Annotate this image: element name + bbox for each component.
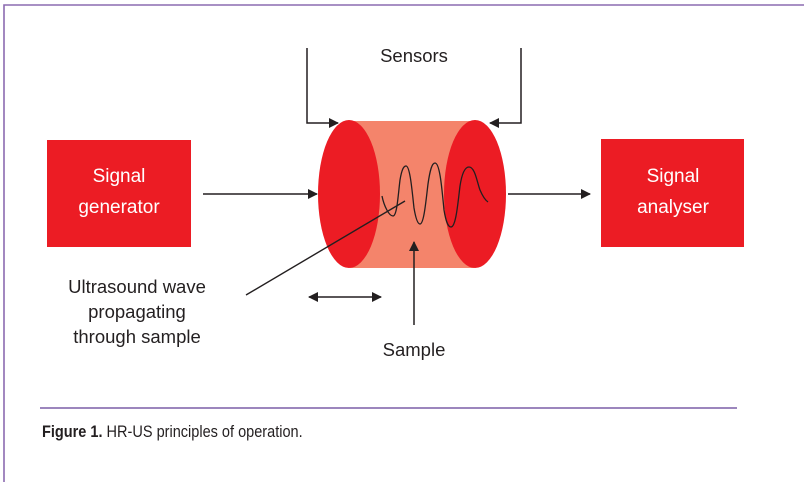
figure-caption-text: HR-US principles of operation. (106, 423, 303, 441)
signal-generator-box: Signal generator (47, 140, 191, 247)
signal-analyser-label-line2: analyser (637, 197, 709, 218)
ultrasound-label-line3: through sample (73, 326, 201, 347)
sample-label: Sample (383, 339, 446, 360)
ultrasound-leader-line (245, 200, 406, 296)
ultrasound-wave (381, 162, 489, 228)
frame-border (3, 4, 804, 482)
signal-generator-label-line1: Signal (93, 166, 146, 187)
ultrasound-label-line1: Ultrasound wave (68, 276, 206, 297)
signal-analyser-label-line1: Signal (647, 166, 700, 187)
ultrasound-label-line2: propagating (88, 301, 186, 322)
signal-generator-label-line2: generator (78, 197, 160, 218)
sensor-left (318, 120, 380, 268)
sensor-bracket-right (489, 48, 522, 128)
figure-caption-label: Figure 1. (42, 423, 103, 441)
signal-analyser-box: Signal analyser (601, 139, 744, 247)
sensor-right (444, 120, 506, 268)
sensors-label: Sensors (380, 45, 448, 66)
sensor-bracket-left (306, 48, 339, 128)
figure-caption: Figure 1. HR-US principles of operation. (42, 423, 303, 442)
